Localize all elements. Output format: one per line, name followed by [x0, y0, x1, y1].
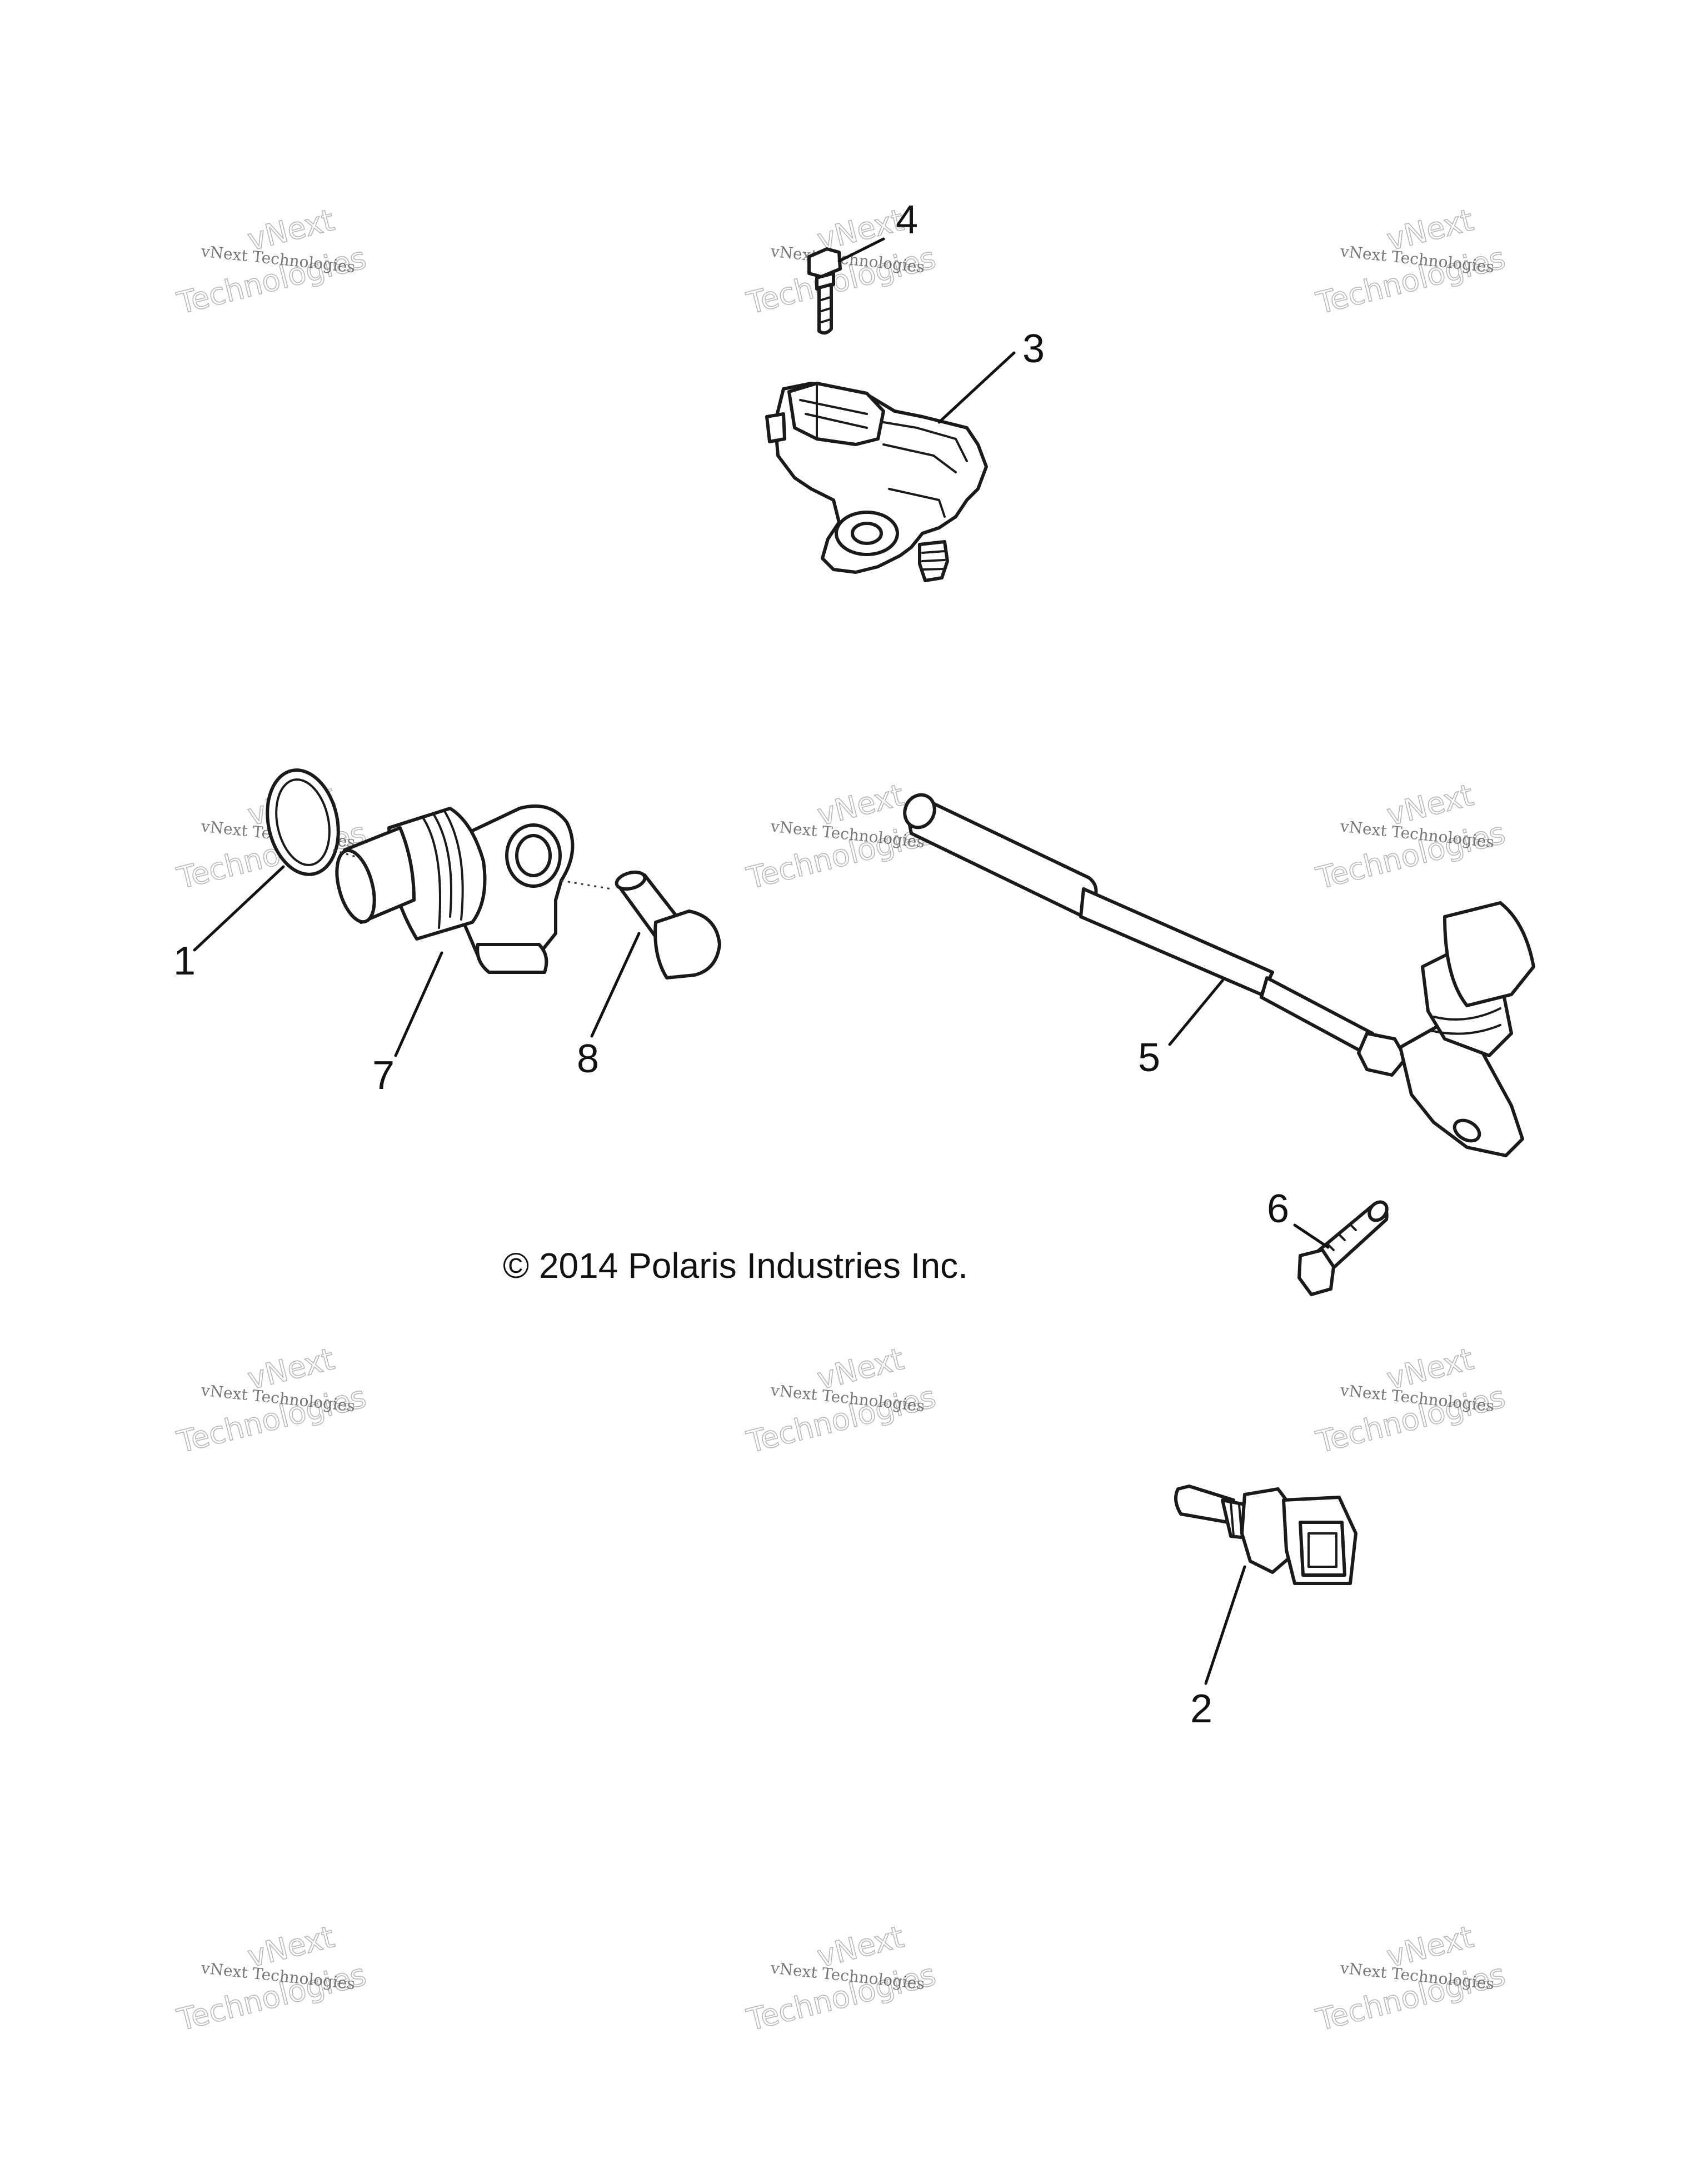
watermark: vNext Technologies vNext Technologies — [173, 1918, 370, 2038]
callout-3: 3 — [1022, 327, 1045, 371]
part-3-map-sensor — [765, 382, 988, 582]
callout-7: 7 — [372, 1053, 395, 1098]
callout-2: 2 — [1190, 1687, 1212, 1731]
part-2-temp-sensor — [1174, 1485, 1357, 1585]
leader-2 — [1204, 1565, 1246, 1685]
part-1-o-ring — [266, 768, 340, 876]
part-5-crank-sensor — [903, 793, 1535, 1157]
leader-lines — [193, 237, 1330, 1685]
leader-4 — [837, 237, 885, 263]
part-7-cam-sensor — [335, 804, 575, 974]
callout-4: 4 — [896, 198, 918, 242]
watermark: vNext Technologies vNext Technologies — [742, 1341, 939, 1460]
part-4-bolt — [807, 247, 842, 335]
assembly-line-7-8 — [561, 879, 612, 890]
callout-6: 6 — [1267, 1187, 1289, 1231]
watermark: vNext Technologies vNext Technologies — [742, 1918, 939, 2038]
leader-3 — [937, 351, 1016, 424]
watermark: vNext Technologies vNext Technologies — [1312, 202, 1509, 321]
leader-7 — [394, 951, 443, 1057]
leader-1 — [193, 865, 285, 952]
watermark: vNext Technologies vNext Technologies — [173, 202, 370, 321]
watermark: vNext Technologies vNext Technologies — [742, 777, 939, 896]
assembly-line-1-7 — [333, 849, 362, 859]
watermark: vNext Technologies vNext Technologies — [1312, 777, 1509, 896]
leader-5 — [1168, 979, 1224, 1046]
callout-5: 5 — [1138, 1036, 1160, 1080]
watermark: vNext Technologies vNext Technologies — [173, 1341, 370, 1460]
part-6-bolt — [1297, 1200, 1389, 1296]
watermark: vNext Technologies vNext Technologies — [1312, 1918, 1509, 2038]
copyright-notice: © 2014 Polaris Industries Inc. — [503, 1246, 968, 1286]
leader-8 — [590, 932, 641, 1038]
part-8-sleeve — [615, 870, 721, 979]
watermark: vNext Technologies vNext Technologies — [1312, 1341, 1509, 1460]
leader-6 — [1293, 1223, 1330, 1249]
callout-8: 8 — [577, 1037, 599, 1081]
callout-labels: 4 3 1 7 8 5 6 2 — [173, 198, 1289, 1731]
callout-1: 1 — [173, 939, 196, 983]
